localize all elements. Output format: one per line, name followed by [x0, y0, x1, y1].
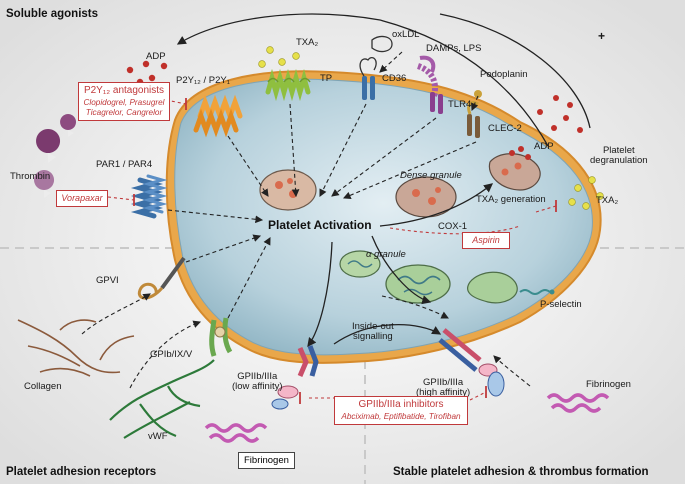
vwf-fibres [109, 359, 215, 439]
clec2-label: CLEC-2 [488, 123, 522, 134]
dense-granule-2 [395, 176, 457, 218]
p-selectin-label: P-selectin [540, 299, 582, 310]
gpiib-iiia-high-affinity [438, 328, 505, 397]
oxldl-label: oxLDL [392, 29, 420, 40]
adp-molecules-top [126, 60, 168, 86]
tp-receptor [265, 68, 311, 102]
p-selectin-receptor [519, 289, 551, 295]
cox1-label: COX-1 [438, 221, 468, 232]
par-label: PAR1 / PAR4 [96, 159, 153, 170]
collagen-label: Collagen [24, 381, 62, 392]
fibrinogen-right [546, 393, 610, 413]
p2y12-p2y1-receptor [193, 94, 243, 138]
adp-right-label: ADP [534, 141, 554, 152]
gpvi-label: GPVI [96, 275, 119, 286]
podoplanin-molecule [474, 90, 482, 98]
par1-par4-receptor [130, 174, 168, 219]
cd36-receptor [359, 56, 377, 100]
txa2-molecules-top [258, 46, 300, 68]
fibrinogen-left [204, 423, 268, 443]
activation-arrows [81, 51, 531, 389]
fibrinogen-right-label: Fibrinogen [586, 379, 631, 390]
txa2-right-label: TXA₂ [596, 195, 619, 206]
adp-top-label: ADP [146, 51, 166, 62]
cd36-label: CD36 [382, 73, 407, 84]
gpvi-receptor [137, 256, 186, 300]
p2y-label: P2Y₁₂ / P2Y₁ [176, 75, 230, 86]
alpha-granule-fusing [467, 271, 518, 304]
gp-low-affinity-label: GPIIb/IIIa(low affinity) [232, 371, 283, 393]
gpiib-iiia-inhibitors-box: GPIIb/IIIa inhibitors Abciximab, Eptifib… [334, 396, 468, 425]
vwf-label: vWF [148, 431, 168, 442]
tlr4-label: TLR4 [448, 99, 472, 110]
collagen-fibres [17, 319, 135, 377]
txa2-generation-label: TXA₂ generation [476, 194, 546, 205]
gpiib-iiia-low-affinity [271, 345, 319, 410]
fibrinogen-left-label: Fibrinogen [238, 452, 295, 469]
adp-molecules-right [537, 95, 583, 133]
alpha-granule-label: α granule [366, 249, 406, 260]
gpib-label: GPIb/IX/V [150, 349, 193, 360]
vorapaxar-box: Vorapaxar [56, 190, 108, 208]
platelet-activation-title: Platelet Activation [268, 218, 372, 232]
aspirin-box: Aspirin [462, 232, 510, 250]
damps-lps-molecule [419, 55, 436, 73]
p2y12-antagonists-box: P2Y₁₂ antagonists Clopidogrel, Prasugrel… [78, 82, 170, 121]
thrombin-label: Thrombin [10, 171, 51, 182]
gp-high-affinity-label: GPIIb/IIIa(high affinity) [416, 377, 471, 399]
thrombin-molecules [34, 114, 77, 198]
tp-label: TP [320, 73, 333, 84]
plus-sign: + [598, 29, 606, 43]
dense-granule-label: Dense granule [400, 170, 462, 181]
txa2-molecules-right [568, 176, 604, 210]
section-adhesion-receptors: Platelet adhesion receptors [6, 466, 157, 478]
podoplanin-label: Podoplanin [480, 69, 528, 80]
damps-label: DAMPs, LPS [426, 43, 482, 54]
txa2-top-label: TXA₂ [296, 37, 319, 48]
tlr4-receptor [416, 63, 443, 114]
section-stable-adhesion: Stable platelet adhesion & thrombus form… [393, 466, 649, 478]
oxldl-molecule [371, 35, 393, 53]
dense-granule-1 [259, 169, 317, 211]
gpib-ix-v-receptor [209, 317, 233, 357]
section-soluble-agonists: Soluble agonists [6, 8, 99, 20]
